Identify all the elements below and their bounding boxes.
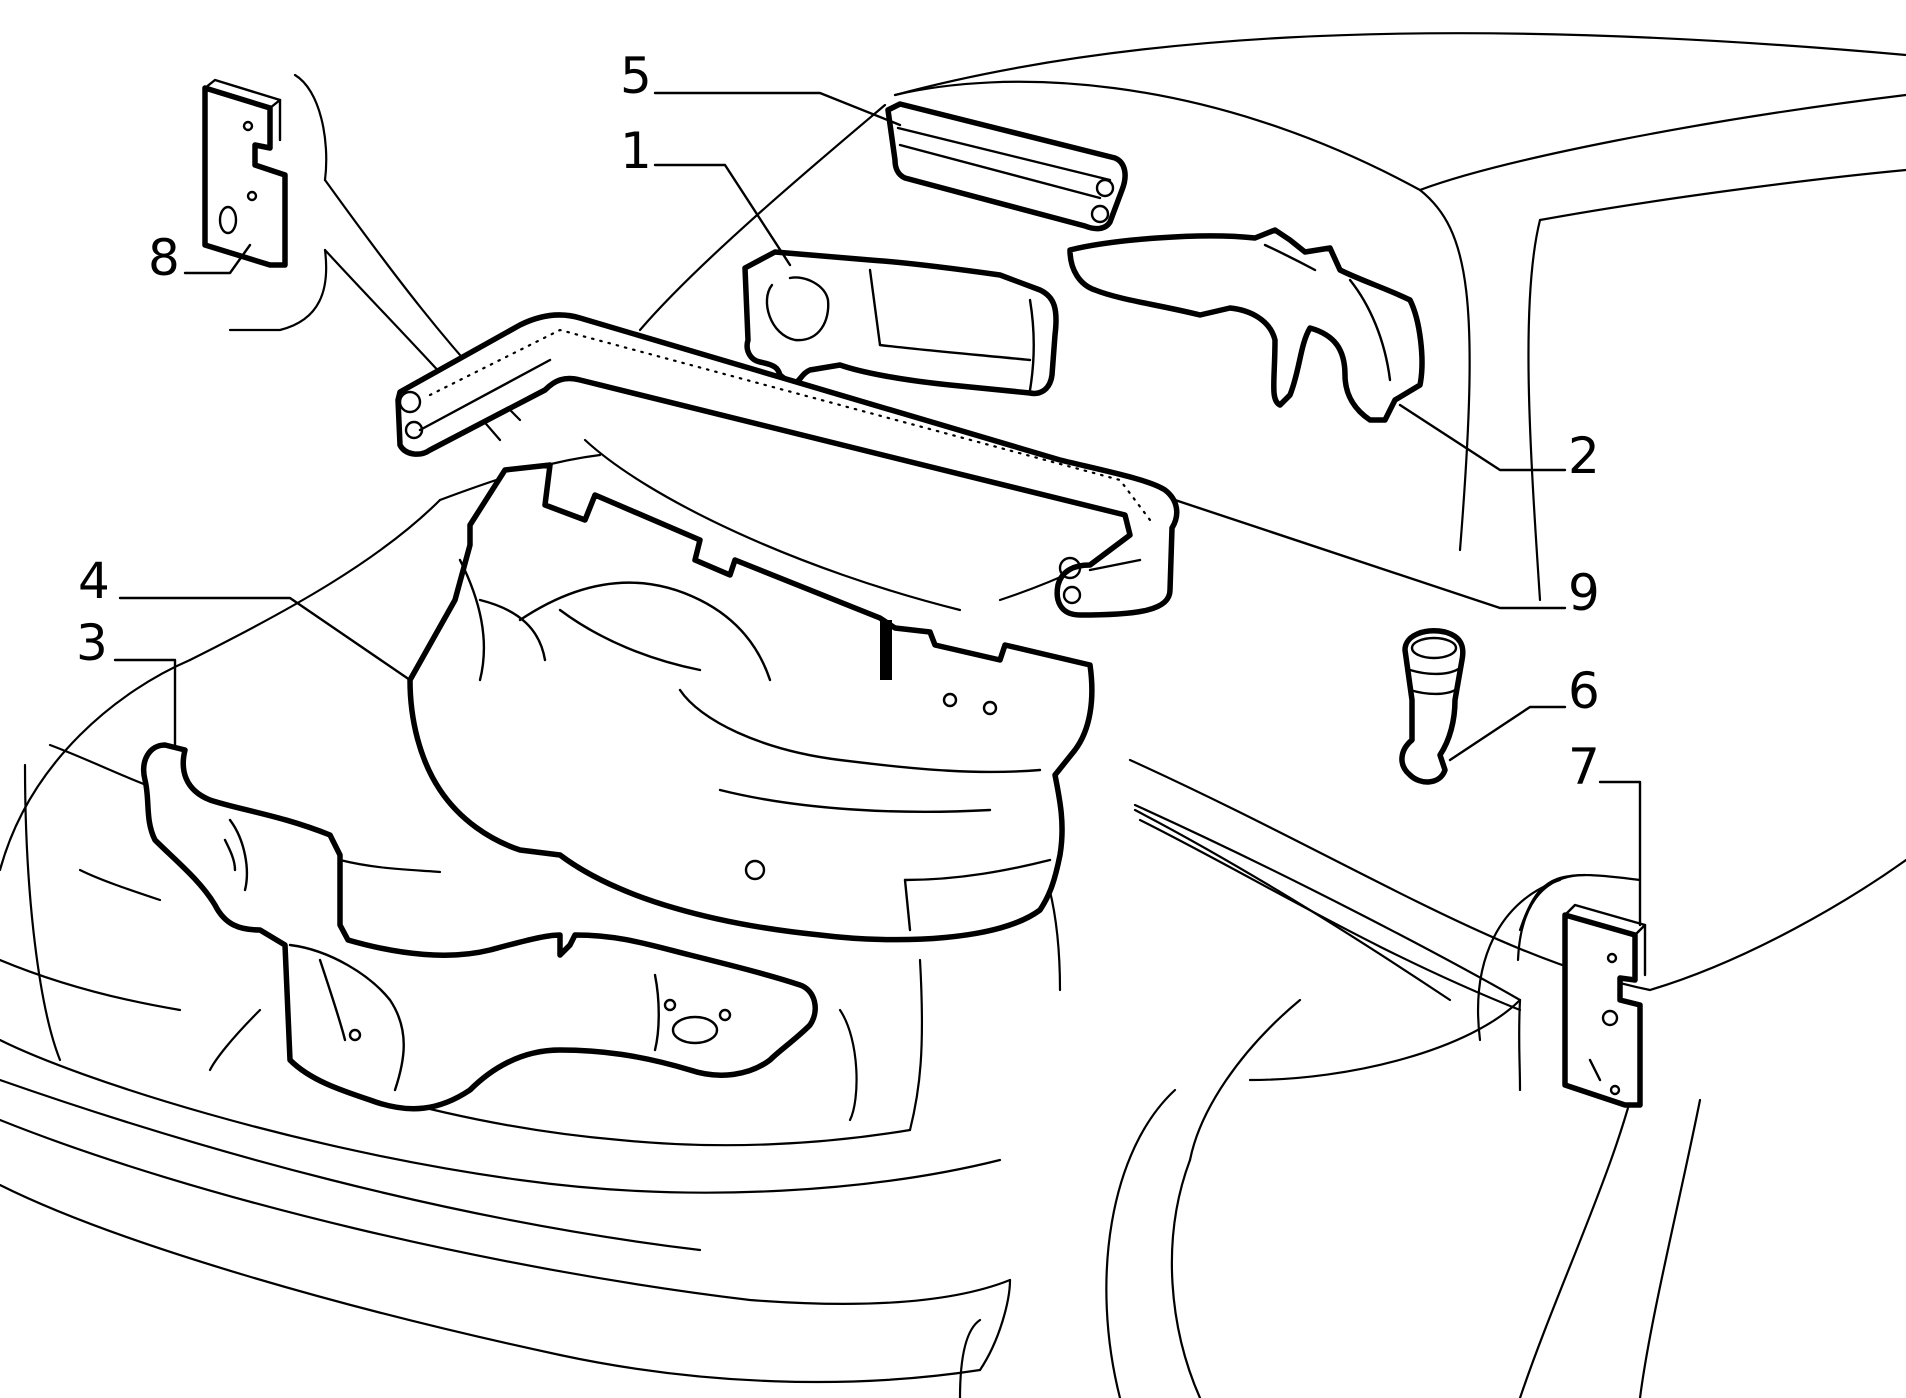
callout-3: 3 xyxy=(76,614,108,672)
part-5-seal-strip xyxy=(885,101,1128,232)
part-2-wheel-arch-insulation xyxy=(1067,227,1425,423)
part-6-grommet xyxy=(1399,628,1466,785)
part-9-weatherstrip xyxy=(395,312,1180,618)
callout-5: 5 xyxy=(620,47,652,105)
part-4-boot-floor-lining xyxy=(407,462,1095,943)
callout-4: 4 xyxy=(78,552,110,610)
callout-6: 6 xyxy=(1568,662,1600,720)
callout-9: 9 xyxy=(1568,564,1600,622)
part-1-bulkhead-pad xyxy=(742,249,1059,397)
part-3-rear-panel-lining xyxy=(141,742,818,1112)
callout-1: 1 xyxy=(620,122,652,180)
part-7-bracket-pad-right xyxy=(1562,903,1647,1108)
callout-8: 8 xyxy=(148,229,180,287)
callout-2: 2 xyxy=(1568,427,1600,485)
callout-7: 7 xyxy=(1568,738,1600,796)
callout-numbers: 5 1 2 4 3 9 6 7 8 xyxy=(76,47,1600,796)
part-8-bracket-pad-left xyxy=(202,78,288,268)
leader-lines xyxy=(113,91,1642,927)
